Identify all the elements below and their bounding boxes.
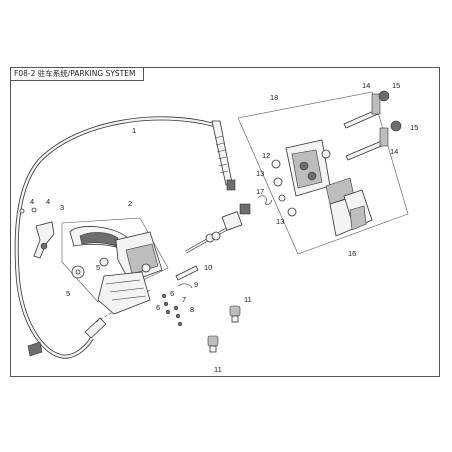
callout-label: 12 [262, 151, 270, 160]
cable-end [185, 195, 273, 254]
callout-labels: 1 2 3 4 4 5 5 6 6 7 8 9 10 11 11 12 13 1… [30, 81, 418, 374]
diagram-title: F08-2 驻车系统/PARKING SYSTEM [10, 67, 144, 81]
callout-label: 18 [270, 93, 278, 102]
washer [99, 257, 109, 267]
parking-cable [14, 116, 236, 359]
callout-label: 4 [30, 197, 34, 206]
small-fasteners [161, 293, 183, 327]
callout-label: 13 [276, 217, 284, 226]
callout-label: 10 [204, 263, 212, 272]
diagram-frame [10, 67, 440, 377]
handbrake-lever-assembly [61, 217, 169, 315]
callout-label: 9 [194, 280, 198, 289]
guide-pin-upper [343, 90, 390, 129]
callout-label: 3 [60, 203, 64, 212]
bolt-upper [229, 305, 241, 323]
callout-label: 6 [170, 289, 174, 298]
callout-label: 14 [362, 81, 370, 90]
callout-label: 15 [392, 81, 400, 90]
callout-label: 14 [390, 147, 398, 156]
callout-label: 1 [132, 126, 136, 135]
cable-bracket [19, 207, 55, 259]
callout-label: 4 [46, 197, 50, 206]
brake-pads [325, 177, 373, 237]
pin-clip [175, 265, 199, 289]
callout-label: 11 [214, 365, 222, 374]
callout-label: 16 [348, 249, 356, 258]
callout-label: 5 [66, 289, 70, 298]
callout-label: 5 [96, 263, 100, 272]
callout-label: 7 [182, 295, 186, 304]
bolt-lower [207, 335, 219, 353]
callout-label: 11 [244, 295, 252, 304]
callout-label: 6 [156, 303, 160, 312]
guide-pin-lower [345, 120, 402, 161]
callout-label: 8 [190, 305, 194, 314]
callout-label: 15 [410, 123, 418, 132]
callout-label: 13 [256, 169, 264, 178]
callout-label: 17 [256, 187, 264, 196]
callout-label: 2 [128, 199, 132, 208]
